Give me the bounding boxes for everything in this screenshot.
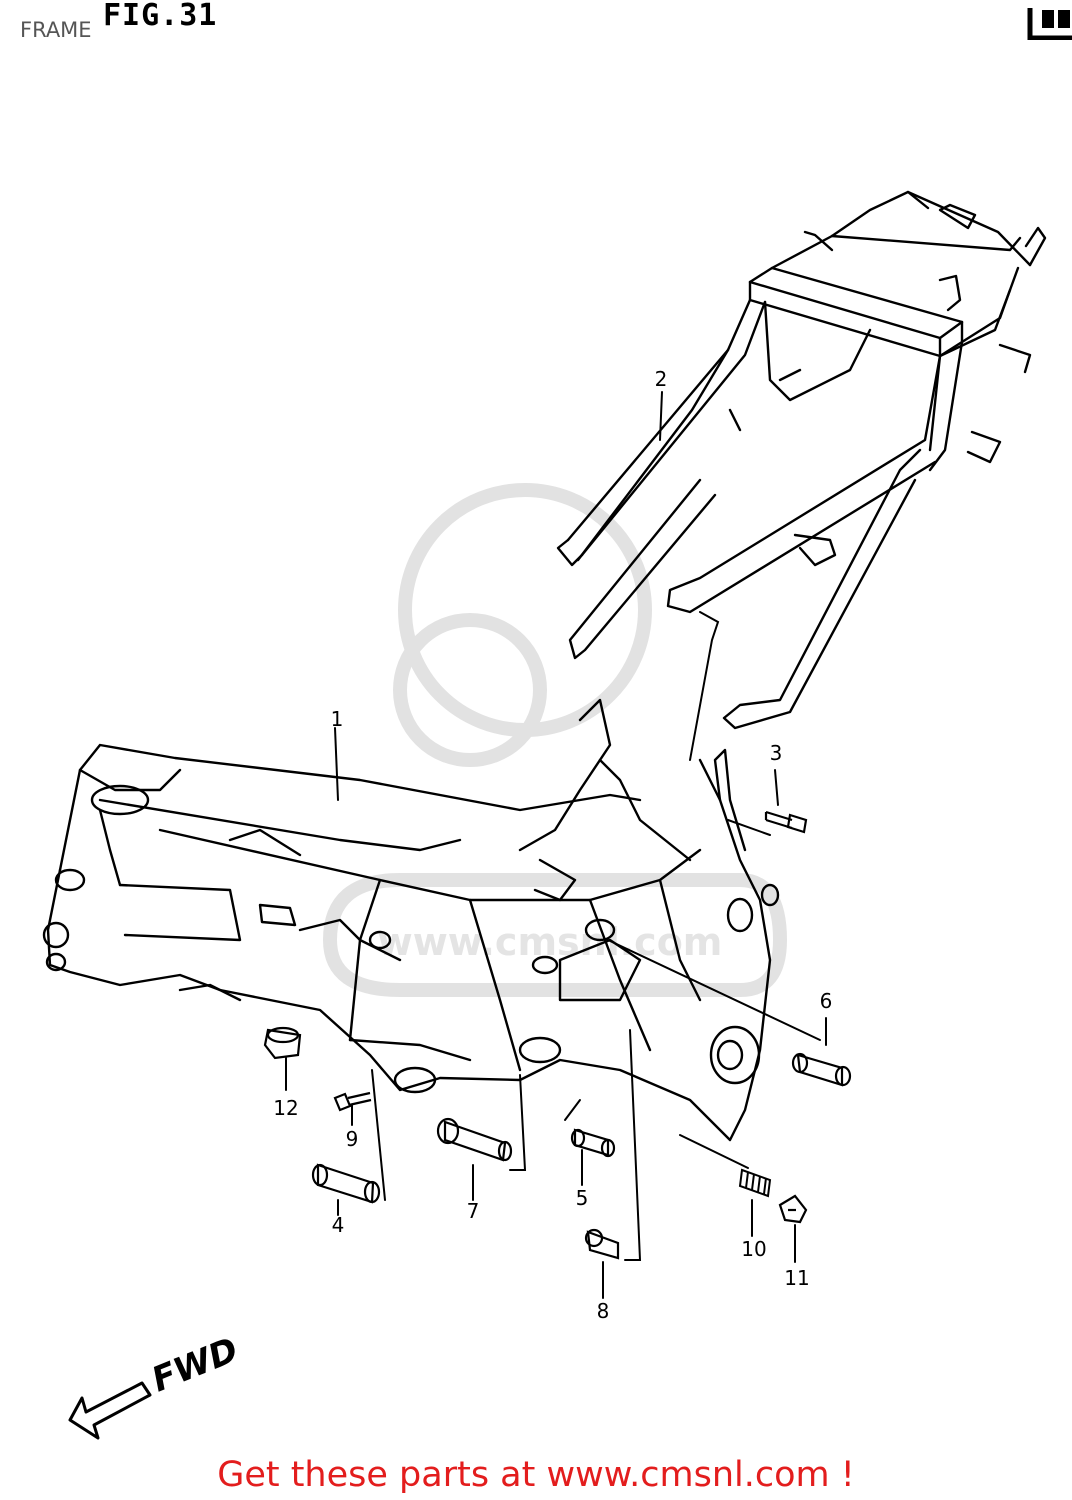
forward-direction-label: FWD — [146, 1330, 243, 1400]
figure-number: FIG.31 — [103, 0, 218, 33]
collar-part-6 — [791, 1052, 852, 1087]
collar-part-8 — [584, 1228, 620, 1260]
collar-part-4 — [311, 1163, 381, 1204]
collar-part-5 — [570, 1128, 616, 1158]
callout-5: 5 — [576, 1186, 589, 1210]
diagram-caption: FRAME — [20, 18, 92, 42]
cap-part-12 — [263, 1026, 302, 1060]
corner-marker-icon — [1027, 8, 1072, 40]
pin-part-7 — [436, 1117, 513, 1162]
clip-part-11 — [778, 1194, 808, 1224]
forward-arrow-icon — [68, 1381, 152, 1440]
callout-3: 3 — [770, 741, 783, 765]
callout-8: 8 — [597, 1299, 610, 1323]
main-frame — [42, 698, 780, 1142]
screw-part-9 — [333, 1091, 372, 1112]
watermark-logo — [322, 483, 788, 997]
spring-part-10 — [738, 1168, 772, 1198]
callout-6: 6 — [820, 989, 833, 1013]
callout-1: 1 — [331, 707, 344, 731]
parts-link-footer[interactable]: Get these parts at www.cmsnl.com ! — [217, 1455, 855, 1495]
callout-7: 7 — [467, 1199, 480, 1223]
bolt-part-3 — [764, 810, 808, 834]
callout-9: 9 — [346, 1127, 359, 1151]
callout-2: 2 — [655, 367, 668, 391]
callout-4: 4 — [332, 1213, 345, 1237]
callout-10: 10 — [741, 1237, 766, 1261]
callout-11: 11 — [784, 1266, 809, 1290]
leader-lines — [285, 391, 827, 1299]
callout-12: 12 — [273, 1096, 298, 1120]
rear-seat-rail — [556, 190, 1047, 730]
